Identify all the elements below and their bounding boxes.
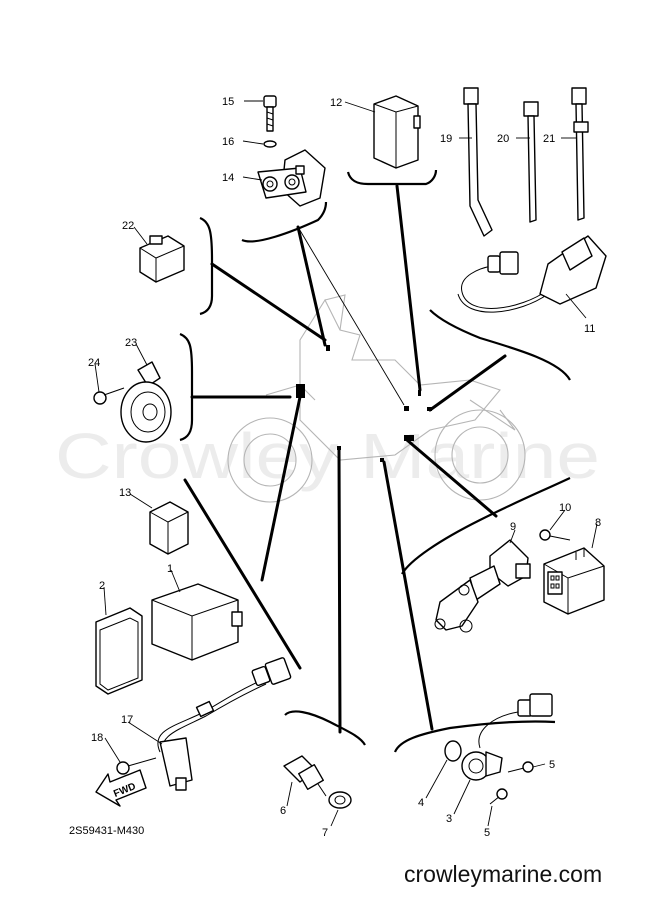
callout-3: 3 <box>446 813 452 825</box>
callout-4: 4 <box>418 797 424 809</box>
callout-8: 8 <box>595 517 601 529</box>
sensor-6 <box>283 755 327 797</box>
cdi-unit-1 <box>151 583 243 661</box>
callout-19: 19 <box>440 133 452 145</box>
callout-14: 14 <box>222 172 234 184</box>
sensor-3 <box>461 693 553 781</box>
callout-10: 10 <box>559 502 571 514</box>
washer-7 <box>328 791 352 809</box>
rectifier-8 <box>543 547 605 615</box>
o-ring-4 <box>444 740 462 762</box>
callout-24: 24 <box>88 357 100 369</box>
group-brackets <box>179 169 571 753</box>
callout-7: 7 <box>322 827 328 839</box>
callout-18: 18 <box>91 732 103 744</box>
callout-1: 1 <box>167 563 173 575</box>
callout-15: 15 <box>222 96 234 108</box>
washer-16 <box>263 140 277 148</box>
bolt-15 <box>263 95 277 132</box>
bolt-24 <box>93 387 125 405</box>
flasher-relay-12 <box>373 95 421 169</box>
callout-5-lower: 5 <box>484 827 490 839</box>
relay-13 <box>149 501 189 555</box>
screw-5-lower <box>489 788 508 805</box>
callout-17: 17 <box>121 714 133 726</box>
callout-13: 13 <box>119 487 131 499</box>
callout-6: 6 <box>280 805 286 817</box>
cable-tie-21 <box>571 87 589 221</box>
cable-tie-20 <box>523 101 539 223</box>
callout-2: 2 <box>99 580 105 592</box>
group-leaders <box>183 184 507 734</box>
horn-23 <box>120 361 172 443</box>
forward-arrow: FWD <box>95 769 147 807</box>
sensor-9 <box>434 539 531 633</box>
horn-mount-marker <box>296 384 305 398</box>
callout-21: 21 <box>543 133 555 145</box>
callout-23: 23 <box>125 337 137 349</box>
cable-tie-19 <box>463 87 493 237</box>
cover-2 <box>95 607 143 695</box>
bolt-18 <box>116 757 157 775</box>
callout-22: 22 <box>122 220 134 232</box>
callout-12: 12 <box>330 97 342 109</box>
callout-numbers: 15 16 14 12 19 20 21 11 22 23 24 13 2 1 … <box>88 96 601 839</box>
callout-11: 11 <box>584 323 595 335</box>
callout-9: 9 <box>510 521 516 533</box>
screw-5-upper <box>507 761 534 773</box>
callout-5-upper: 5 <box>549 759 555 771</box>
bolt-10 <box>539 529 571 541</box>
relay-14 <box>257 149 326 207</box>
footer-url: crowleymarine.com <box>404 861 602 887</box>
callout-20: 20 <box>497 133 509 145</box>
callout-leaders <box>94 100 598 827</box>
diagram-code: 2S59431-M430 <box>69 825 144 837</box>
relay-22 <box>139 235 185 283</box>
sensor-lead-11 <box>457 235 607 313</box>
callout-16: 16 <box>222 136 234 148</box>
sensor-17 <box>157 657 292 791</box>
